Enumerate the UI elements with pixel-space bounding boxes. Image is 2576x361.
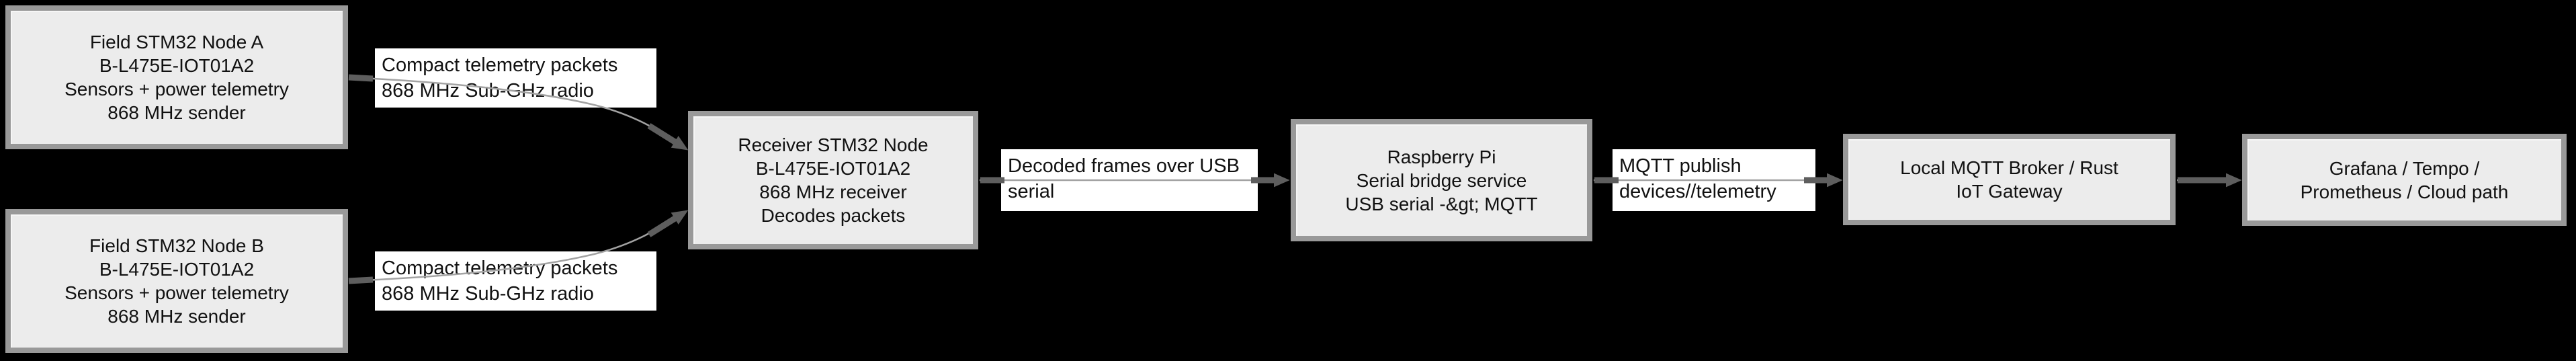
node-text-line: Prometheus / Cloud path <box>2300 181 2509 202</box>
edge-label-line: devices//telemetry <box>1619 181 1776 202</box>
edge-label-radio-b: Compact telemetry packets 868 MHz Sub-GH… <box>375 251 656 311</box>
node-field-stm32-node-a: Field STM32 Node A B-L475E-IOT01A2 Senso… <box>5 5 348 149</box>
node-text-line: USB serial -&gt; MQTT <box>1345 193 1538 214</box>
edge-label-radio-a: Compact telemetry packets 868 MHz Sub-GH… <box>375 48 656 108</box>
node-receiver-stm32: Receiver STM32 Node B-L475E-IOT01A2 868 … <box>688 111 978 249</box>
edge-node-a-to-receiver-arrow-stub <box>647 123 689 151</box>
edge-label-mqtt-publish: MQTT publish devices//telemetry <box>1613 149 1815 211</box>
node-text-line: B-L475E-IOT01A2 <box>755 158 911 179</box>
node-field-stm32-node-b: Field STM32 Node B B-L475E-IOT01A2 Senso… <box>5 209 348 353</box>
edge-label-line: MQTT publish <box>1619 155 1742 177</box>
edge-label-usb-serial: Decoded frames over USB serial <box>1001 149 1258 211</box>
node-text-line: Local MQTT Broker / Rust <box>1900 157 2118 178</box>
edge-label-line: 868 MHz Sub-GHz radio <box>382 80 594 102</box>
node-text-line: IoT Gateway <box>1956 181 2063 202</box>
node-text-line: B-L475E-IOT01A2 <box>99 55 255 76</box>
node-text-line: 868 MHz sender <box>108 306 246 327</box>
edge-label-line: 868 MHz Sub-GHz radio <box>382 283 594 305</box>
node-text-line: Serial bridge service <box>1356 169 1527 191</box>
edge-label-line: Compact telemetry packets <box>382 54 618 76</box>
edge-label-line: Compact telemetry packets <box>382 257 618 279</box>
node-text-line: Sensors + power telemetry <box>65 282 289 303</box>
node-raspberry-pi: Raspberry Pi Serial bridge service USB s… <box>1291 119 1592 241</box>
edge-node-a-to-receiver-start-stub <box>348 74 374 82</box>
node-text-line: 868 MHz sender <box>108 102 246 123</box>
node-text-line: Decodes packets <box>761 205 906 226</box>
edge-node-b-to-receiver-start-stub <box>348 276 374 284</box>
node-text-line: Sensors + power telemetry <box>65 79 289 99</box>
node-text-line: Raspberry Pi <box>1387 146 1496 167</box>
node-text-line: B-L475E-IOT01A2 <box>99 259 255 280</box>
node-text-line: Field STM32 Node A <box>89 32 264 52</box>
node-text-line: 868 MHz receiver <box>759 182 907 202</box>
node-text-line: Receiver STM32 Node <box>738 134 929 155</box>
node-text-line: Grafana / Tempo / <box>2329 157 2480 179</box>
node-text-line: Field STM32 Node B <box>89 235 264 256</box>
edge-node-b-to-receiver-arrow-stub <box>647 210 689 237</box>
edge-label-line: Decoded frames over USB <box>1008 155 1240 177</box>
node-grafana-stack: Grafana / Tempo / Prometheus / Cloud pat… <box>2242 134 2567 226</box>
edge-label-line: serial <box>1008 181 1055 202</box>
node-local-mqtt-broker: Local MQTT Broker / Rust IoT Gateway <box>1843 134 2176 225</box>
